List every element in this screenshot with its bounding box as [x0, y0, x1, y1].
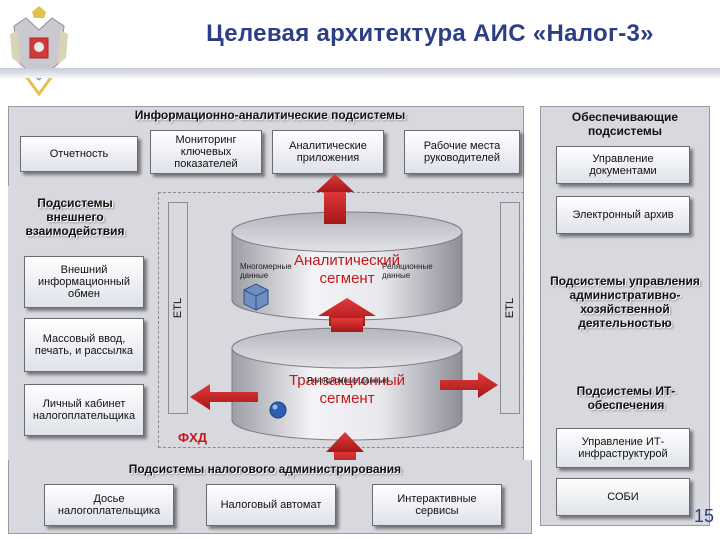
support-it-item-infrastructure[interactable]: Управление ИТ-инфраструктурой	[556, 428, 690, 468]
arrow-left-icon	[190, 384, 258, 410]
info-item-monitoring[interactable]: Мониторинг ключевых показателей	[150, 130, 262, 174]
transaction-relational-label: Реляционные данные	[307, 376, 389, 385]
support-item-archive[interactable]: Электронный архив	[556, 196, 690, 234]
tax-admin-item-tax-automat[interactable]: Налоговый автомат	[206, 484, 336, 526]
external-header: Подсистемы внешнего взаимодействия	[25, 196, 125, 238]
info-item-analytic-apps[interactable]: Аналитические приложения	[272, 130, 384, 174]
arrow-up-top-icon	[324, 190, 346, 224]
info-item-reporting[interactable]: Отчетность	[20, 136, 138, 172]
info-item-executive-workplaces[interactable]: Рабочие места руководителей	[404, 130, 520, 174]
transaction-cylinder	[231, 327, 463, 441]
etl-bar-left: ETL	[168, 202, 188, 414]
etl-bar-right: ETL	[500, 202, 520, 414]
support-it-item-sobi[interactable]: СОБИ	[556, 478, 690, 516]
title-divider-bar	[0, 68, 720, 78]
info-analytics-header: Информационно-аналитические подсистемы	[134, 108, 406, 122]
support-admin-header: Подсистемы управления административно-хо…	[550, 274, 700, 330]
support-item-documents[interactable]: Управление документами	[556, 146, 690, 184]
page-title: Целевая архитектура АИС «Налог-3»	[206, 20, 654, 47]
multidim-data-cube-icon	[243, 283, 269, 311]
external-item-mass-input[interactable]: Массовый ввод, печать, и рассылка	[24, 318, 144, 372]
fxd-label: ФХД	[178, 430, 208, 445]
support-header: Обеспечивающие подсистемы	[571, 110, 679, 138]
analytic-multidim-label: Многомерные данные	[240, 262, 292, 280]
support-it-header: Подсистемы ИТ-обеспечения	[576, 384, 676, 412]
arrow-right-icon	[440, 372, 498, 398]
analytic-cylinder	[231, 211, 463, 321]
tax-admin-item-dossier[interactable]: Досье налогоплательщика	[44, 484, 174, 526]
page-number: 15	[693, 506, 714, 526]
external-item-personal-account[interactable]: Личный кабинет налогоплательщика	[24, 384, 144, 436]
transaction-segment-label: Транзакционный сегмент	[288, 372, 406, 407]
external-item-info-exchange[interactable]: Внешний информационный обмен	[24, 256, 144, 308]
tax-admin-header: Подсистемы налогового администрирования	[128, 462, 402, 476]
analytic-relational-label: Реляционные данные	[382, 262, 433, 280]
tax-admin-item-interactive-services[interactable]: Интерактивные сервисы	[372, 484, 502, 526]
relational-data-sphere-icon	[269, 401, 287, 419]
analytic-segment-label: Аналитический сегмент	[294, 252, 400, 287]
